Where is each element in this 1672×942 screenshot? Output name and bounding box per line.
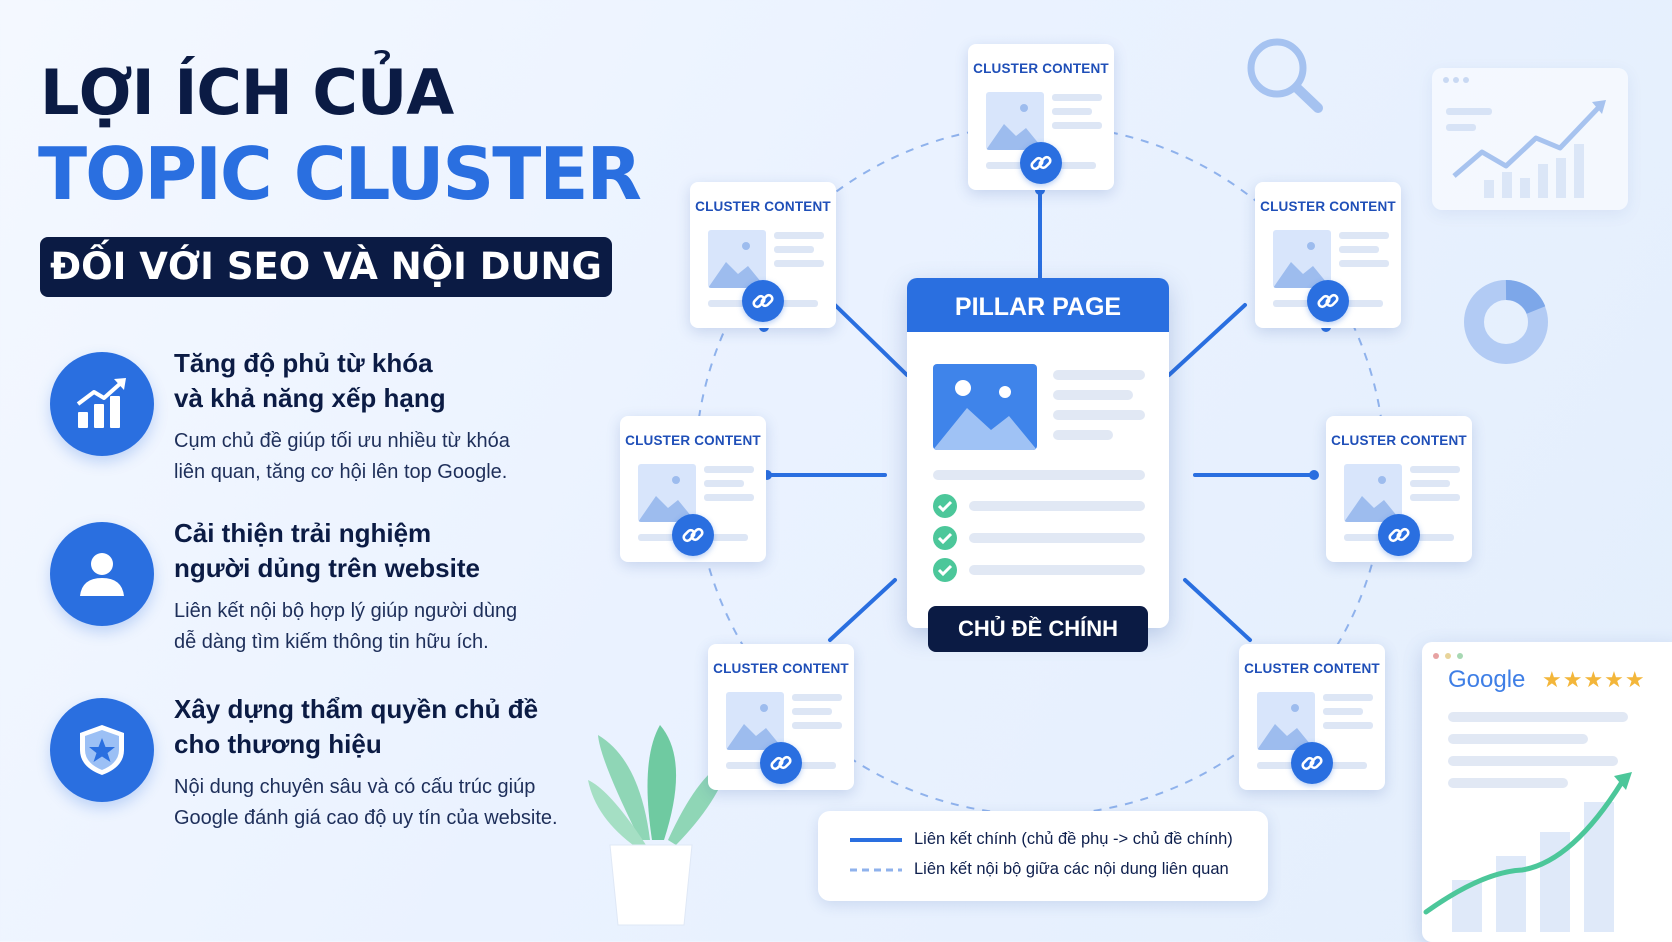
shield-star-icon (50, 698, 154, 802)
title-subtitle-banner: ĐỐI VỚI SEO VÀ NỘI DUNG (40, 237, 612, 297)
benefit-item: Tăng độ phủ từ khóa và khả năng xếp hạng… (50, 348, 510, 483)
cluster-card-top: CLUSTER CONTENT (968, 44, 1114, 190)
link-icon (1307, 280, 1349, 322)
legend-dashed-label: Liên kết nội bộ giữa các nội dung liên q… (914, 860, 1229, 878)
benefit-description: Cụm chủ đề giúp tối ưu nhiều từ khóa liê… (174, 430, 510, 483)
cluster-card-label: CLUSTER CONTENT (695, 199, 831, 214)
benefit-title: Cải thiện trải nghiệm người dủng trên we… (174, 518, 480, 583)
donut-chart-icon (1464, 280, 1548, 364)
image-icon (933, 364, 1037, 450)
analytics-panel-decor (1432, 68, 1628, 210)
image-icon (638, 464, 696, 522)
check-icon (933, 494, 957, 518)
link-icon (742, 280, 784, 322)
benefit-description: Liên kết nội bộ hợp lý giúp người dùng d… (174, 600, 518, 653)
link-icon (1291, 742, 1333, 784)
chart-growth-icon (50, 352, 154, 456)
cluster-card-top-right: CLUSTER CONTENT (1255, 182, 1401, 328)
cluster-card-left: CLUSTER CONTENT (620, 416, 766, 562)
magnifier-icon (1247, 38, 1323, 113)
check-icon (933, 526, 957, 550)
cluster-card-label: CLUSTER CONTENT (713, 661, 849, 676)
cluster-card-label: CLUSTER CONTENT (625, 433, 761, 448)
cluster-card-bottom-right: CLUSTER CONTENT (1239, 644, 1385, 790)
cluster-card-label: CLUSTER CONTENT (1244, 661, 1380, 676)
legend-swatches (850, 838, 902, 872)
benefit-item: Xây dựng thẩm quyền chủ đề cho thương hi… (50, 694, 558, 829)
image-icon (1344, 464, 1402, 522)
link-icon (760, 742, 802, 784)
benefit-title: Tăng độ phủ từ khóa và khả năng xếp hạng (174, 348, 446, 413)
image-icon (1257, 692, 1315, 750)
cluster-card-top-left: CLUSTER CONTENT (690, 182, 836, 328)
cluster-card-right: CLUSTER CONTENT (1326, 416, 1472, 562)
window-dots (1433, 653, 1463, 659)
pillar-footer-label: CHỦ ĐỀ CHÍNH (928, 606, 1148, 652)
cluster-card-label: CLUSTER CONTENT (973, 61, 1109, 76)
pillar-page-title: PILLAR PAGE (907, 278, 1169, 332)
link-icon (1378, 514, 1420, 556)
legend-solid-label: Liên kết chính (chủ đề phụ -> chủ đề chí… (914, 830, 1233, 848)
image-icon (726, 692, 784, 750)
growth-chart-icon (1423, 772, 1632, 932)
benefit-title: Xây dựng thẩm quyền chủ đề cho thương hi… (174, 694, 539, 759)
google-logo: Google (1448, 666, 1526, 693)
image-icon (708, 230, 766, 288)
pillar-page-card: PILLAR PAGE (907, 278, 1169, 628)
cluster-card-bottom-left: CLUSTER CONTENT (708, 644, 854, 790)
benefit-description: Nội dung chuyên sâu và có cấu trúc giúp … (174, 776, 558, 829)
cluster-card-label: CLUSTER CONTENT (1260, 199, 1396, 214)
plant-decor (588, 725, 730, 926)
title-line-1: LỢI ÍCH CỦA (40, 56, 454, 129)
check-icon (933, 558, 957, 582)
legend: Liên kết chính (chủ đề phụ -> chủ đề chí… (818, 811, 1268, 901)
image-icon (1273, 230, 1331, 288)
link-icon (1020, 142, 1062, 184)
link-icon (672, 514, 714, 556)
line-chart-icon (1443, 77, 1606, 198)
google-result-card: Google ★★★★★ (1422, 642, 1672, 942)
cluster-card-label: CLUSTER CONTENT (1331, 433, 1467, 448)
user-icon (50, 522, 154, 626)
image-icon (986, 92, 1044, 150)
rating-stars: ★★★★★ (1542, 667, 1646, 692)
title-line-2: TOPIC CLUSTER (38, 132, 642, 216)
benefit-item: Cải thiện trải nghiệm người dủng trên we… (50, 518, 517, 653)
